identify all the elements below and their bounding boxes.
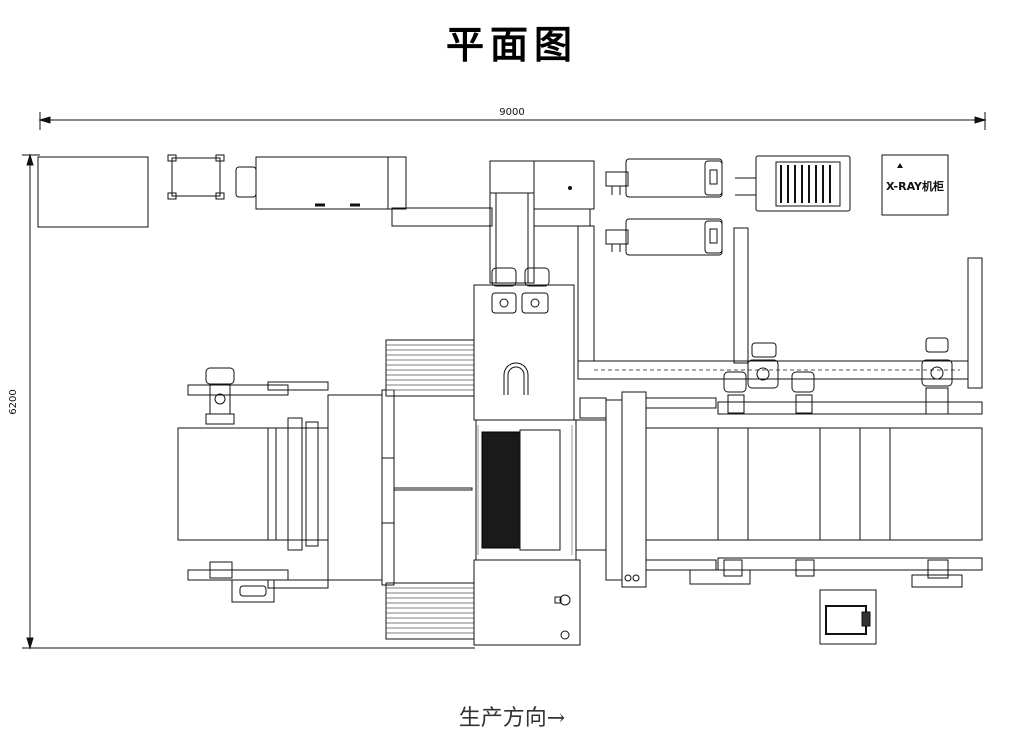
power-supply-unit [735, 155, 851, 212]
outfeed-motor-cluster [723, 342, 815, 414]
height-dimension: 6200 [8, 153, 475, 650]
width-dimension: 9000 [38, 107, 987, 130]
left-top-motor [205, 367, 235, 425]
center-tower [473, 267, 575, 421]
height-dimension-label: 6200 [8, 389, 19, 414]
outfeed-conveyor [645, 397, 983, 585]
diagram-title: 平面图 [445, 22, 578, 67]
top-printer-unit [605, 158, 723, 198]
vertical-frame-rails [489, 192, 983, 389]
horizontal-frame-rail [577, 360, 969, 380]
lower-motors [723, 559, 963, 588]
hmi-control-box [819, 589, 877, 645]
center-dark-core [475, 419, 577, 561]
mid-printer-unit [605, 218, 723, 256]
production-direction-label: 生产方向→ [458, 706, 566, 731]
top-conveyor-arm [391, 207, 493, 227]
left-bottom-motor [209, 561, 275, 603]
width-dimension-label: 9000 [499, 107, 524, 118]
center-bottom-box [473, 559, 581, 646]
right-motor [921, 337, 953, 415]
transfer-section [575, 391, 647, 588]
xray-cabinet: X-RAY机柜 [881, 154, 949, 216]
striped-heater-panel [385, 339, 475, 640]
top-drive-unit [235, 156, 407, 210]
control-cabinet [37, 156, 149, 228]
small-motor-box [167, 154, 225, 200]
xray-cabinet-label: X-RAY机柜 [886, 179, 944, 193]
left-infeed-conveyor [177, 381, 329, 589]
main-machine-frame [327, 389, 473, 586]
